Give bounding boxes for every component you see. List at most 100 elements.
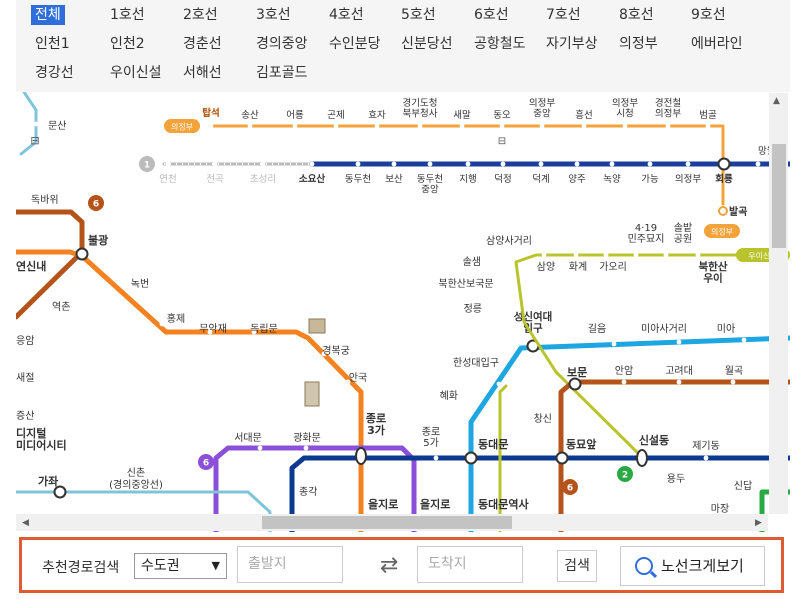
uijeongbu-badge <box>704 224 740 238</box>
station-label-hansung: 한성대입구 <box>453 356 499 369</box>
uijeongbu-badge <box>164 119 200 133</box>
scroll-up-arrow-icon[interactable]: ▲ <box>773 96 780 106</box>
line-tab-7[interactable]: 7호선 <box>546 7 581 23</box>
station-label-gireum: 길음 <box>588 322 606 335</box>
station-label-dongmyo: 동묘앞 <box>566 438 596 451</box>
ui-sinseol-station-dot <box>603 252 609 258</box>
line-tab-14[interactable]: 수인분당 <box>329 36 381 52</box>
line5-badge <box>198 454 214 470</box>
line1-station-label: 덕정 <box>494 174 511 185</box>
line-tab-8[interactable]: 8호선 <box>619 7 654 23</box>
line-tab-11[interactable]: 인천2 <box>110 36 145 52</box>
station-label-yeokchon: 역촌 <box>52 301 70 313</box>
line1-station-label: 초성리 <box>250 174 276 185</box>
station-label-munsan: 문산 <box>48 120 66 132</box>
station-label-hwagye: 화계 <box>569 261 587 273</box>
line-tab-2[interactable]: 2호선 <box>183 7 218 23</box>
vertical-scroll-thumb[interactable] <box>772 144 786 248</box>
line-tab-10[interactable]: 인천1 <box>35 36 70 52</box>
uijeongbu-station-dot <box>333 123 339 129</box>
line-tab-5[interactable]: 5호선 <box>401 7 436 23</box>
balgok-station <box>718 206 728 216</box>
line-tab-9[interactable]: 9호선 <box>691 7 726 23</box>
zoom-magnifier-icon <box>635 557 653 575</box>
line1-station-label: 덕계 <box>532 173 549 185</box>
swap-arrows-icon[interactable]: ⇄ <box>380 553 399 578</box>
station-label-anguk: 안국 <box>349 372 367 384</box>
line-tab-15[interactable]: 신분당선 <box>401 36 453 52</box>
station-label-jeongneung: 정릉 <box>464 303 482 315</box>
route-search-panel: 추천경로검색 수도권 ▼ 출발지 ⇄ 도착지 검색 노선크게보기 <box>19 537 784 593</box>
station-label-anam: 안암 <box>615 365 633 377</box>
scroll-right-arrow-icon[interactable]: ▶ <box>755 518 762 528</box>
line6-badge <box>88 195 104 211</box>
zoom-map-button[interactable]: 노선크게보기 <box>620 546 765 586</box>
scroll-left-arrow-icon[interactable]: ◀ <box>22 518 29 528</box>
station-label-hongje: 홍제 <box>167 312 185 325</box>
line-tab-12[interactable]: 경춘선 <box>183 36 222 52</box>
line6-badge-text: 6 <box>93 200 99 210</box>
line1-badge-grey <box>139 156 155 172</box>
ui-sinseol-station-dot <box>663 252 669 258</box>
line-tab-20[interactable]: 경강선 <box>35 65 74 81</box>
ui-sinseol-line <box>514 253 790 460</box>
line-tab-4[interactable]: 4호선 <box>329 7 364 23</box>
station-label-ddp: 동대문역사 <box>478 497 529 511</box>
line1-station-dot <box>574 161 580 167</box>
line1-station-dot <box>355 161 361 167</box>
line2-badge <box>617 466 633 482</box>
uijeongbu-line <box>209 124 725 206</box>
line2-badge-text: 2 <box>622 471 628 481</box>
uijeongbu-station-label: 곤제 <box>327 110 344 121</box>
line6-segment <box>16 209 85 320</box>
bomun-transfer <box>568 377 582 391</box>
station-label-bomun: 보문 <box>567 366 587 379</box>
station-label-saejeol: 새절 <box>16 371 34 384</box>
palace-landmark-icon <box>308 318 326 334</box>
station-label-changsin: 창신 <box>534 413 552 425</box>
line-tab-13[interactable]: 경의중앙 <box>256 36 308 52</box>
line1-station-label: 소요산 <box>299 173 325 185</box>
origin-input[interactable]: 출발지 <box>237 546 343 583</box>
line-tab-21[interactable]: 우이신설 <box>110 65 162 81</box>
line1-station-dot <box>538 161 544 167</box>
uijeongbu-station-dot <box>459 123 465 129</box>
line-tab-6[interactable]: 6호선 <box>474 7 509 23</box>
line-tab-17[interactable]: 자기부상 <box>546 36 598 52</box>
search-button[interactable]: 검색 <box>557 550 597 582</box>
station-label-bulgwang: 불광 <box>88 234 108 247</box>
line-tab-16[interactable]: 공항철도 <box>474 36 526 52</box>
line1-station-label: 가능 <box>641 174 659 185</box>
line1-station-label: 녹양 <box>603 174 621 185</box>
line-tab-22[interactable]: 서해선 <box>183 65 222 81</box>
line1-station-dot <box>427 161 433 167</box>
destination-input[interactable]: 도착지 <box>417 546 523 583</box>
station-label-balgok: 발곡 <box>729 205 747 218</box>
line-tab-3[interactable]: 3호선 <box>256 7 291 23</box>
sinseol-transfer <box>636 449 648 467</box>
station-dot <box>730 379 736 385</box>
train-icon: ⊟ <box>498 136 506 147</box>
line-tab-1[interactable]: 1호선 <box>110 7 145 23</box>
station-label-yeonsinnae: 연신내 <box>16 259 46 273</box>
line-tab-18[interactable]: 의정부 <box>619 36 658 52</box>
region-select[interactable]: 수도권 ▼ <box>134 553 227 579</box>
station-label-gyeongbokgung: 경복궁 <box>322 344 350 357</box>
horizontal-scroll-thumb[interactable] <box>262 516 512 529</box>
line4-station-dot <box>496 381 502 387</box>
line1-station-dot <box>685 161 691 167</box>
line-tab-23[interactable]: 김포골드 <box>256 65 308 81</box>
station-dot <box>703 455 709 461</box>
line-tab-0[interactable]: 전체 <box>31 5 65 25</box>
station-label-sinseol: 신설동 <box>639 433 669 447</box>
line-filter-bar <box>16 0 790 92</box>
line-tab-19[interactable]: 에버라인 <box>691 36 743 52</box>
line1-station-dot <box>500 161 506 167</box>
